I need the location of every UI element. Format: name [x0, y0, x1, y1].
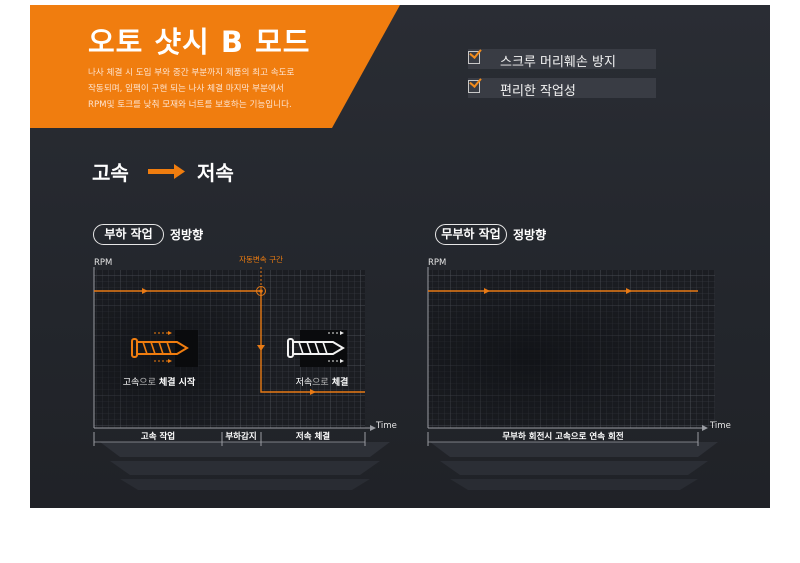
feature-item-screw-protection: 스크루 머리훼손 방지 [468, 46, 656, 70]
right-y-axis-label: RPM [428, 258, 446, 268]
left-time-segments [93, 432, 366, 446]
header-banner: 오토 샷시 B 모드 나사 체결 시 도입 부와 중간 부분까지 제품의 최고 … [30, 5, 400, 128]
floor-reflection-left [100, 442, 390, 490]
segment-high-speed: 고속 작업 [141, 431, 175, 442]
segment-continuous-high-speed: 무부하 회전시 고속으로 연속 회전 [502, 431, 623, 442]
right-arrow-icon [148, 164, 185, 179]
auto-shift-zone-label: 자동변속 구간 [239, 254, 283, 264]
segment-low-speed: 저속 체결 [296, 431, 330, 442]
left-y-axis-label: RPM [94, 258, 112, 268]
speed-from: 고속 [92, 161, 129, 185]
left-rpm-line [94, 267, 365, 395]
no-load-work-tag: 무부하 작업 [435, 224, 507, 245]
speed-charts: RPM Time 자동변속 구간 고속으로 체결 시작 저속으로 체결 고속 작… [93, 254, 731, 490]
left-x-axis-label: Time [375, 421, 397, 431]
segment-load-detect: 부하감지 [225, 431, 256, 442]
high-speed-caption: 고속으로 체결 시작 [123, 376, 196, 388]
floor-reflection-right [430, 442, 718, 490]
checkbox-icon [468, 75, 482, 93]
feature-item-convenience: 편리한 작업성 [468, 75, 656, 99]
low-speed-caption: 저속으로 체결 [296, 376, 349, 388]
right-rpm-line [428, 288, 698, 294]
low-speed-screw-icon [287, 330, 347, 367]
speed-to: 저속 [197, 161, 234, 185]
load-work-tag: 부하 작업 [93, 224, 164, 245]
right-direction-label: 정방향 [513, 228, 547, 242]
right-time-segments [427, 432, 699, 446]
page-title: 오토 샷시 B 모드 [88, 25, 311, 59]
checkbox-icon [468, 46, 482, 64]
product-feature-panel: RPM Time 자동변속 구간 고속으로 체결 시작 저속으로 체결 고속 작… [30, 5, 770, 508]
mode-description: 나사 체결 시 도입 부와 중간 부분까지 제품의 최고 속도로 작동되며, 임… [88, 68, 295, 110]
high-speed-screw-icon [131, 330, 198, 367]
left-direction-label: 정방향 [170, 228, 204, 242]
right-x-axis-label: Time [709, 421, 731, 431]
